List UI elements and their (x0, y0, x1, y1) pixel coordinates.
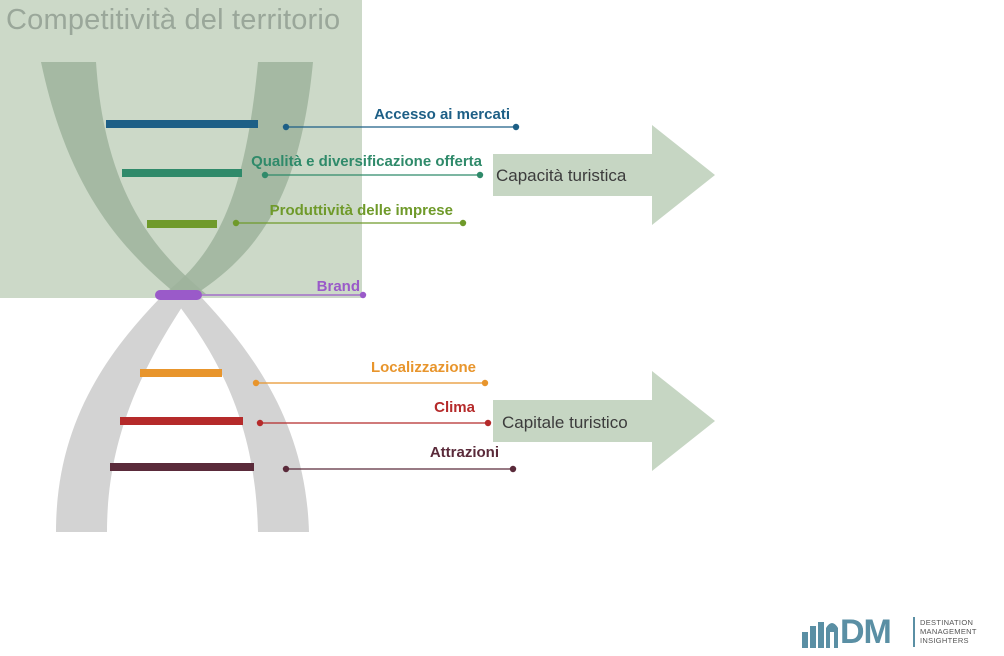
page-title: Competitività del territorio (6, 4, 341, 36)
connector-dot-0-1 (512, 123, 520, 131)
connector-dot-1-1 (476, 171, 484, 179)
connector-dot-3-1 (359, 291, 367, 299)
competitiveness-box (0, 0, 362, 298)
connector-dot-2-0 (232, 219, 240, 227)
connector-dot-1-0 (261, 171, 269, 179)
arrow-capacita (493, 125, 715, 225)
factor-label-5: Clima (434, 399, 476, 416)
factor-label-0: Accesso ai mercati (374, 106, 510, 123)
logo-tagline: DESTINATION MANAGEMENT INSIGHTERS (920, 618, 977, 645)
logo-separator (913, 617, 915, 647)
connector-dot-5-1 (484, 419, 492, 427)
logo-line-1: DESTINATION (920, 618, 974, 627)
connector-dot-4-1 (481, 379, 489, 387)
helix-strand-top-right (164, 62, 313, 294)
factor-label-6: Attrazioni (430, 444, 499, 461)
helix-strand-bottom-right (173, 298, 309, 532)
factor-label-4: Localizzazione (371, 359, 476, 376)
factor-label-2: Produttività delle imprese (270, 202, 453, 219)
logo-line-3: INSIGHTERS (920, 636, 969, 645)
arrow-label-capacita: Capacità turistica (496, 166, 627, 185)
helix-strand-top-left (41, 62, 206, 294)
connector-dot-0-0 (282, 123, 290, 131)
company-logo: DM DESTINATION MANAGEMENT INSIGHTERS (800, 612, 1000, 652)
connector-dot-4-0 (252, 379, 260, 387)
connector-dot-5-0 (256, 419, 264, 427)
connector-dot-3-0 (193, 291, 201, 299)
connector-dot-6-0 (282, 465, 290, 473)
bar-chart-building-icon (802, 622, 838, 648)
arrow-capitale (493, 371, 715, 471)
helix-strand-bottom-left (56, 298, 188, 532)
logo-line-2: MANAGEMENT (920, 627, 977, 636)
connector-dot-2-1 (459, 219, 467, 227)
factor-label-1: Qualità e diversificazione offerta (251, 153, 483, 170)
logo-mark: DM (840, 613, 892, 651)
factor-label-3: Brand (317, 278, 360, 295)
connector-dot-6-1 (509, 465, 517, 473)
arrow-label-capitale: Capitale turistico (502, 413, 628, 432)
